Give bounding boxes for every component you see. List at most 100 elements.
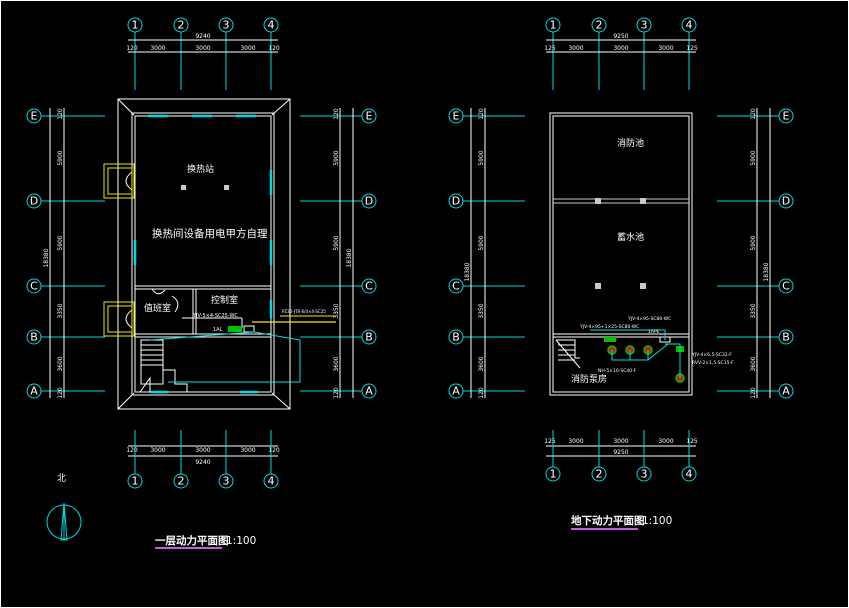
axis-letter: D [30, 195, 38, 208]
dim: 3000 [240, 447, 255, 454]
dim-total: 18380 [763, 262, 770, 281]
right-plan: 1 2 3 4 9250 125 3000 3000 3000 125 E D … [448, 17, 794, 530]
distribution-panel-icon [228, 326, 242, 332]
dim: 5900 [333, 150, 340, 165]
right-bottom-axis-bubbles: 1 2 3 4 [545, 466, 697, 482]
dim: 120 [268, 45, 280, 52]
dim: 120 [126, 45, 138, 52]
dim: 3000 [613, 45, 628, 52]
axis-number: 3 [223, 19, 230, 32]
axis-letter: E [453, 110, 460, 123]
basement-wall [549, 112, 693, 396]
dim: 5900 [57, 150, 64, 165]
axis-number: 3 [641, 468, 648, 481]
cable-label: YJV-5×4-SC25-WC [192, 313, 238, 319]
dim: 3600 [57, 356, 64, 371]
room-label-top: 换热站 [187, 163, 214, 175]
dim: 3350 [750, 303, 757, 318]
axis-number: 4 [268, 475, 275, 488]
left-plan: 1 2 3 4 9240 120 3000 3000 3000 120 E D … [26, 17, 377, 549]
axis-number: 1 [550, 468, 557, 481]
axis-number: 4 [268, 19, 275, 32]
dim: 120 [126, 447, 138, 454]
axis-letter: D [365, 195, 373, 208]
room-label-main: 换热间设备用电甲方自理 [152, 227, 268, 240]
axis-number: 2 [596, 19, 603, 32]
cable-label-right: PZ30-JTR-6/4×4-SC25 [282, 309, 326, 314]
dim: 120 [478, 108, 485, 120]
axis-letter: A [30, 385, 38, 398]
north-arrow-icon [46, 502, 82, 541]
dim: 5900 [57, 235, 64, 250]
right-left-axis-bubbles: E D C B A [448, 108, 464, 399]
axis-letter: C [365, 280, 373, 293]
dim: 3000 [240, 45, 255, 52]
dim: 3000 [568, 438, 583, 445]
dim: 3000 [658, 45, 673, 52]
dim: 120 [57, 387, 64, 399]
left-top-axis-bubbles: 1 2 3 4 [127, 17, 279, 33]
cable-label: YJV-4×6,5-SC32-F [691, 352, 732, 358]
cable-label: YJV-4×95+1×25-SC80-WC [579, 324, 639, 330]
dim: 5900 [478, 235, 485, 250]
dim: 3600 [750, 356, 757, 371]
dim: 125 [544, 438, 556, 445]
dim: 125 [544, 45, 556, 52]
dim: 120 [57, 108, 64, 120]
right-top-axis-bubbles: 1 2 3 4 [545, 17, 697, 33]
axis-number: 2 [178, 19, 185, 32]
dim: 120 [750, 387, 757, 399]
axis-letter: D [782, 195, 790, 208]
axis-number: 4 [686, 468, 693, 481]
dim: 3000 [195, 45, 210, 52]
room-label-duty: 值班室 [144, 302, 171, 314]
basement-stair [555, 339, 581, 369]
axis-number: 3 [223, 475, 230, 488]
left-right-axis-bubbles: E D C B A [361, 108, 377, 399]
dim: 3000 [150, 45, 165, 52]
dim: 120 [333, 108, 340, 120]
dim-total: 9240 [195, 33, 210, 40]
exterior-wall [131, 112, 275, 396]
cable-label: RVV-2×1,5-SC15-F [692, 360, 734, 366]
dim: 120 [268, 447, 280, 454]
axis-letter: E [783, 110, 790, 123]
dim: 5900 [333, 235, 340, 250]
axis-letter: C [452, 280, 460, 293]
axis-letter: C [782, 280, 790, 293]
left-plan-scale: 1:100 [226, 535, 256, 547]
room-label-pump-room: 消防泵房 [571, 373, 607, 385]
axis-number: 4 [686, 19, 693, 32]
dim-total: 9250 [613, 33, 628, 40]
left-bottom-axis-bubbles: 1 2 3 4 [127, 473, 279, 489]
dim: 5900 [750, 235, 757, 250]
cable-label: NH-5×10-SC40-F [598, 368, 637, 374]
axis-letter: A [452, 385, 460, 398]
axis-letter: E [31, 110, 38, 123]
dim: 120 [478, 387, 485, 399]
axis-letter: D [452, 195, 460, 208]
dim-total: 9250 [613, 449, 628, 456]
dim: 120 [750, 108, 757, 120]
dim-total: 18380 [346, 248, 353, 267]
room-label-control: 控制室 [211, 294, 238, 306]
axis-letter: B [452, 331, 460, 344]
right-plan-title: 地下动力平面图 [571, 514, 645, 527]
cable-label: YJV-4×95-SC80-WC [627, 316, 671, 322]
dim: 3350 [57, 303, 64, 318]
dim: 5900 [750, 150, 757, 165]
north-label: 北 [57, 473, 66, 484]
dim: 125 [686, 45, 698, 52]
dim-total: 9240 [195, 459, 210, 466]
dim: 120 [333, 387, 340, 399]
dim: 3000 [613, 438, 628, 445]
axis-number: 3 [641, 19, 648, 32]
right-right-axis-bubbles: E D C B A [778, 108, 794, 399]
axis-number: 1 [550, 19, 557, 32]
panel-label: 1AL [213, 327, 223, 333]
axis-letter: B [30, 331, 38, 344]
room-label-water-tank: 蓄水池 [617, 231, 644, 243]
axis-letter: B [365, 331, 373, 344]
